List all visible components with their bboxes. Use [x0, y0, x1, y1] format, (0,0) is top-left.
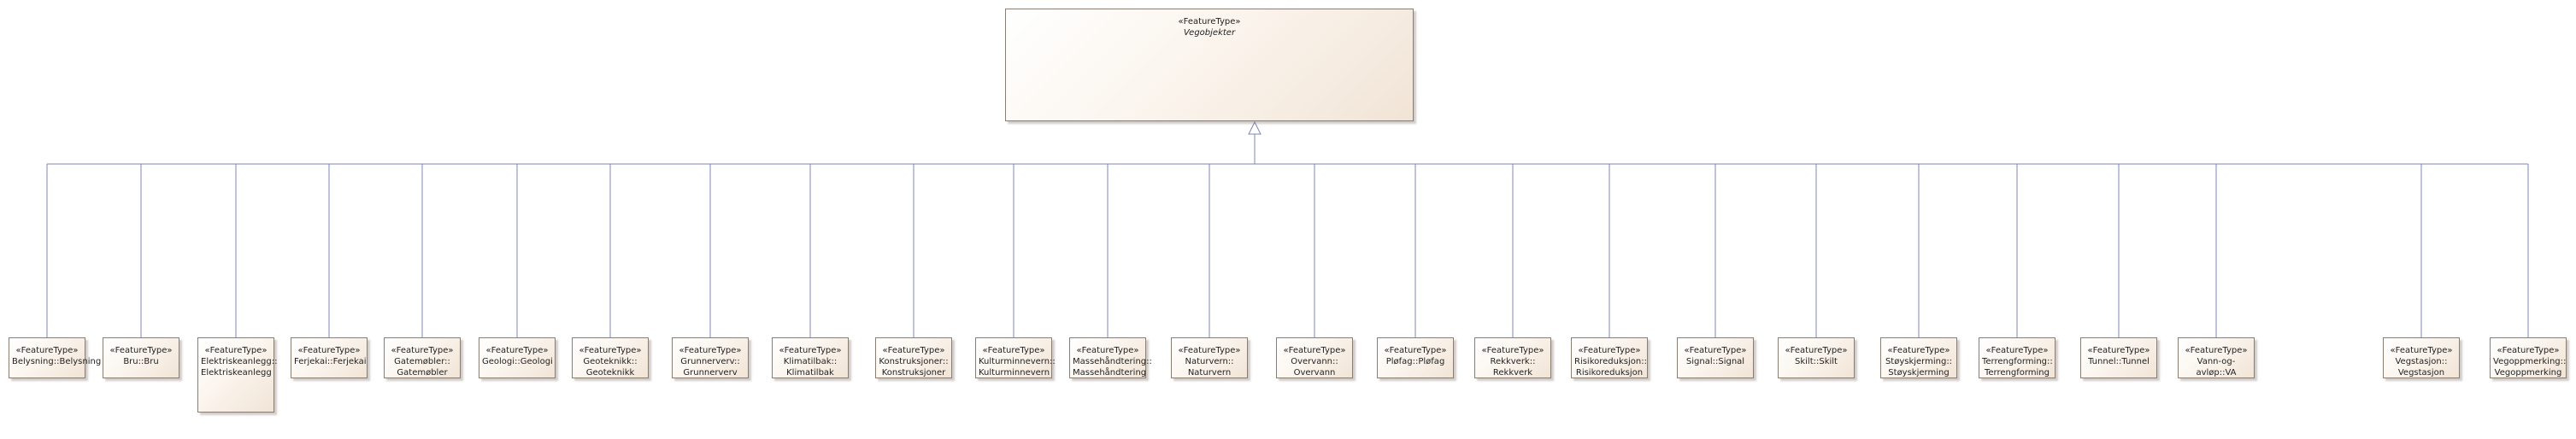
- class-stereotype: «FeatureType»: [882, 346, 945, 355]
- class-name: Kulturminnevern:: Kulturminnevern: [979, 357, 1056, 378]
- class-name: Ferjekai::Ferjekai: [294, 357, 367, 366]
- feature-type-class[interactable]: «FeatureType»Grunnerverv:: Grunnerverv: [672, 337, 749, 378]
- class-name: Støyskjerming:: Støyskjerming: [1885, 357, 1953, 378]
- class-name: Vegstasjon:: Vegstasjon: [2395, 357, 2448, 378]
- class-stereotype: «FeatureType»: [1985, 346, 2049, 355]
- feature-type-class[interactable]: «FeatureType»Klimatilbak:: Klimatilbak: [772, 337, 849, 378]
- feature-type-class[interactable]: «FeatureType»Geoteknikk:: Geoteknikk: [572, 337, 649, 378]
- class-stereotype: «FeatureType»: [204, 346, 268, 355]
- class-name: Naturvern:: Naturvern: [1185, 357, 1234, 378]
- class-stereotype: «FeatureType»: [1887, 346, 1950, 355]
- feature-type-class[interactable]: «FeatureType»Massehåndtering:: Massehånd…: [1069, 337, 1152, 378]
- generalization-arrowhead: [1248, 120, 1262, 135]
- class-name: Konstruksjoner:: Konstruksjoner: [879, 357, 949, 378]
- class-stereotype: «FeatureType»: [2497, 346, 2560, 355]
- class-name: Tunnel::Tunnel: [2088, 357, 2150, 366]
- class-stereotype: «FeatureType»: [2087, 346, 2150, 355]
- feature-type-class[interactable]: «FeatureType»Terrengforming:: Terrengfor…: [1979, 337, 2056, 378]
- class-stereotype: «FeatureType»: [1283, 346, 1346, 355]
- feature-type-class[interactable]: «FeatureType»Konstruksjoner:: Konstruksj…: [875, 337, 952, 378]
- class-stereotype: «FeatureType»: [1178, 17, 1241, 26]
- feature-type-class[interactable]: «FeatureType»Skilt::Skilt: [1778, 337, 1855, 378]
- feature-type-class[interactable]: «FeatureType»Vegoppmerking:: Vegoppmerki…: [2490, 337, 2567, 378]
- feature-type-class[interactable]: «FeatureType»Naturvern:: Naturvern: [1171, 337, 1248, 378]
- class-name: Gatemøbler:: Gatemøbler: [394, 357, 450, 378]
- feature-type-class[interactable]: «FeatureType»Tunnel::Tunnel: [2080, 337, 2157, 378]
- class-stereotype: «FeatureType»: [679, 346, 742, 355]
- class-name: Signal::Signal: [1685, 357, 1745, 366]
- class-stereotype: «FeatureType»: [297, 346, 361, 355]
- class-stereotype: «FeatureType»: [579, 346, 642, 355]
- class-name: Skilt::Skilt: [1795, 357, 1838, 366]
- feature-type-class[interactable]: «FeatureType»Elektriskeanlegg:: Elektris…: [197, 337, 278, 413]
- class-name: Grunnerverv:: Grunnerverv: [680, 357, 740, 378]
- feature-type-class[interactable]: «FeatureType»Bru::Bru: [103, 337, 179, 378]
- class-stereotype: «FeatureType»: [15, 346, 79, 355]
- class-name: Pløfag::Pløfag: [1385, 357, 1445, 366]
- class-name: Bru::Bru: [123, 357, 159, 366]
- class-stereotype: «FeatureType»: [109, 346, 173, 355]
- class-name: Risikoreduksjon:: Risikoreduksjon: [1574, 357, 1647, 378]
- class-stereotype: «FeatureType»: [982, 346, 1045, 355]
- class-name: Overvann:: Overvann: [1291, 357, 1338, 378]
- feature-type-class[interactable]: «FeatureType»Belysning::Belysning: [9, 337, 102, 378]
- class-stereotype: «FeatureType»: [1384, 346, 1447, 355]
- class-stereotype: «FeatureType»: [391, 346, 454, 355]
- class-name: Belysning::Belysning: [12, 357, 102, 366]
- class-stereotype: «FeatureType»: [1578, 346, 1641, 355]
- class-name: Vegoppmerking:: Vegoppmerking: [2493, 357, 2567, 378]
- feature-type-class[interactable]: «FeatureType»Gatemøbler:: Gatemøbler: [384, 337, 461, 378]
- class-name: Elektriskeanlegg:: Elektriskeanlegg: [201, 357, 278, 378]
- feature-type-class[interactable]: «FeatureType»Ferjekai::Ferjekai: [291, 337, 368, 378]
- class-stereotype: «FeatureType»: [1684, 346, 1747, 355]
- class-stereotype: «FeatureType»: [1178, 346, 1241, 355]
- feature-type-class[interactable]: «FeatureType»Vegstasjon:: Vegstasjon: [2383, 337, 2460, 378]
- feature-type-class[interactable]: «FeatureType»Vann-og-avløp::VA: [2178, 337, 2255, 378]
- class-name: Geoteknikk:: Geoteknikk: [583, 357, 638, 378]
- feature-type-class[interactable]: «FeatureType»Pløfag::Pløfag: [1377, 337, 1454, 378]
- feature-type-class[interactable]: «FeatureType»Rekkverk:: Rekkverk: [1474, 337, 1551, 378]
- class-stereotype: «FeatureType»: [1076, 346, 1139, 355]
- class-name: Massehåndtering:: Massehåndtering: [1073, 357, 1152, 378]
- feature-type-class[interactable]: «FeatureType»Geologi::Geologi: [479, 337, 556, 378]
- feature-type-class[interactable]: «FeatureType»Signal::Signal: [1677, 337, 1754, 378]
- class-name: Geologi::Geologi: [482, 357, 553, 366]
- class-name: Rekkverk:: Rekkverk: [1490, 357, 1536, 378]
- class-stereotype: «FeatureType»: [2185, 346, 2248, 355]
- feature-type-class[interactable]: «FeatureType»Støyskjerming:: Støyskjermi…: [1880, 337, 1957, 378]
- class-stereotype: «FeatureType»: [1481, 346, 1544, 355]
- class-name: Klimatilbak:: Klimatilbak: [783, 357, 838, 378]
- class-name: Vann-og-avløp::VA: [2196, 357, 2237, 378]
- feature-type-class[interactable]: «FeatureType»Risikoreduksjon:: Risikored…: [1571, 337, 1648, 378]
- parent-feature-type-class[interactable]: «FeatureType» Vegobjekter: [1005, 9, 1414, 121]
- feature-type-class[interactable]: «FeatureType»Overvann:: Overvann: [1276, 337, 1353, 378]
- class-stereotype: «FeatureType»: [1785, 346, 1848, 355]
- class-name: Terrengforming:: Terrengforming: [1982, 357, 2053, 378]
- class-stereotype: «FeatureType»: [485, 346, 549, 355]
- class-name: Vegobjekter: [1183, 28, 1236, 38]
- class-stereotype: «FeatureType»: [2390, 346, 2453, 355]
- feature-type-class[interactable]: «FeatureType»Kulturminnevern:: Kulturmin…: [975, 337, 1056, 378]
- class-stereotype: «FeatureType»: [779, 346, 842, 355]
